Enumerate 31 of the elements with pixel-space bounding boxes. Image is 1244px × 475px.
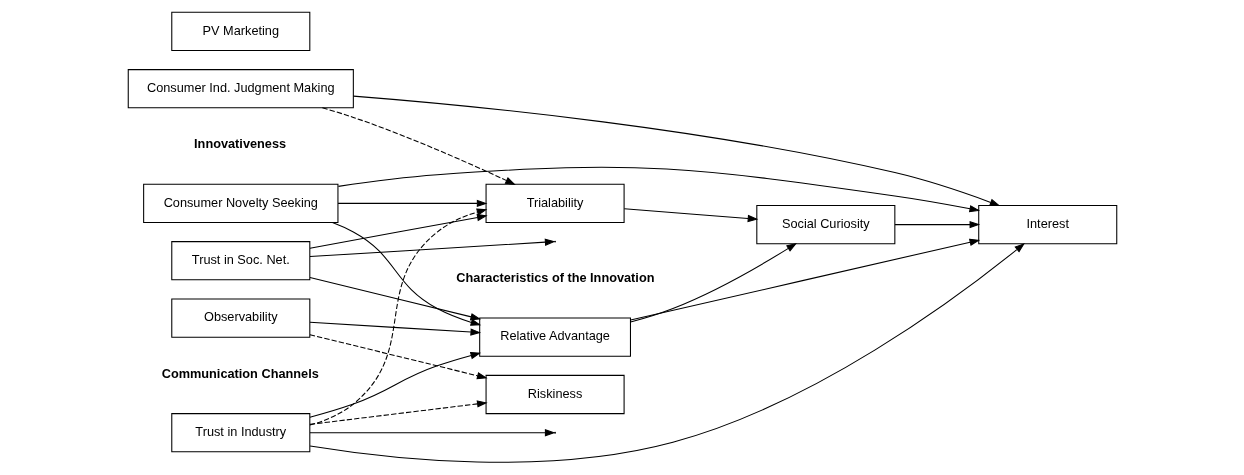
arrow [629, 242, 797, 323]
arrow [308, 213, 488, 249]
node-box: Trust in Soc. Net. [170, 241, 310, 281]
node-box: Observability [170, 298, 310, 338]
node-box: Trust in Industry [170, 413, 310, 453]
arrow [308, 429, 555, 437]
node-box: Consumer Novelty Seeking [142, 183, 338, 224]
node-box: Interest [977, 205, 1117, 245]
label: Communication Channels [161, 365, 319, 381]
arrow [308, 208, 487, 426]
node-box: PV Marketing [170, 11, 310, 51]
label: Innovativeness [193, 136, 286, 152]
arrow [623, 208, 758, 223]
label: Characteristics of the Innovation [455, 270, 654, 286]
arrow [308, 321, 481, 336]
arrow [629, 238, 980, 321]
arrow [308, 334, 488, 380]
arrow [893, 220, 980, 229]
node-box: Trialability [485, 183, 625, 224]
arrow [308, 276, 481, 321]
node-box: Consumer Ind. Judgment Making [127, 69, 354, 109]
node-box: Relative Advantage [478, 317, 631, 357]
node-box: Social Curiosity [755, 205, 895, 245]
node-box: Riskiness [485, 374, 625, 415]
arrow [337, 199, 487, 208]
arrow [308, 400, 488, 425]
arrow [321, 107, 516, 185]
arrow [352, 95, 1000, 206]
arrow [331, 222, 481, 326]
arrow [337, 166, 980, 213]
arrow [308, 351, 481, 418]
